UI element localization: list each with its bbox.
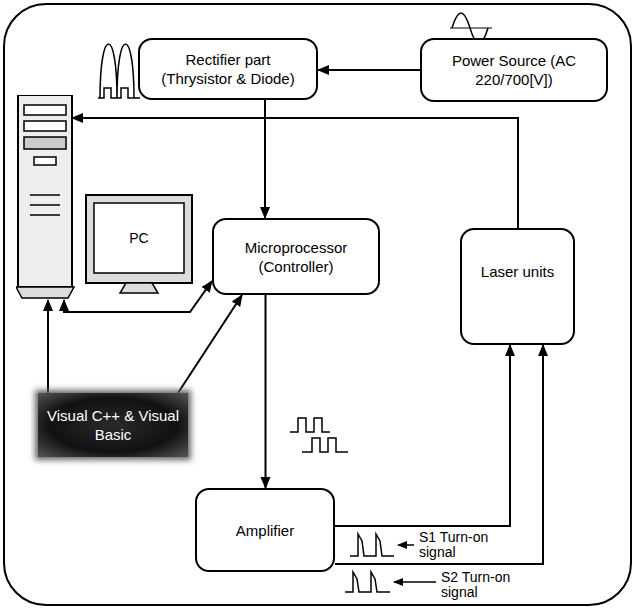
node-text: Power Source (AC 220/700[V]) [430,51,598,89]
pointer-arrow [398,544,414,546]
laser-box: Laser units [460,228,575,345]
node-text: PC [94,203,184,273]
drive-bay [24,121,66,131]
floppy-slot [34,157,56,165]
connector-arrow [64,281,212,312]
pc-illustration: PC [16,95,194,300]
monitor-frame [86,195,192,283]
computer-drawing [16,95,194,300]
rectifier-box: Rectifier part (Thrysistor & Diode) [138,38,318,100]
connector-arrow [178,295,242,393]
connector-arrow [47,300,49,393]
vent-line [30,194,60,196]
node-text: Visual C++ & Visual Basic [46,406,180,444]
signal-label: S1 Turn-on signal [418,530,500,560]
axis-line [450,28,492,29]
pulse-train [302,438,348,452]
pointer-arrow [394,581,436,583]
vent-line [30,204,60,206]
drive-bay [24,137,66,149]
node-text: Microprocessor (Controller) [222,238,370,276]
signal-label: S2 Turn-on signal [440,570,522,600]
connector-arrow [265,295,267,488]
outer-frame [4,4,631,605]
monitor-screen [94,203,184,273]
connector-arrow [335,345,543,564]
node-text: Rectifier part (Thrysistor & Diode) [148,50,308,88]
pulse-train [290,418,330,432]
gate-pulses [98,88,140,98]
connector-arrow [318,69,420,71]
amplifier-box: Amplifier [195,488,335,572]
controller-box: Microprocessor (Controller) [212,218,380,295]
vent-line [30,214,60,216]
power-source-box: Power Source (AC 220/700[V]) [420,38,608,102]
node-text: Laser units [481,262,554,281]
drive-bay [24,105,66,115]
connector-arrow [335,345,510,526]
tower-base [16,287,74,298]
monitor-stand [120,283,158,293]
s2-waveform [345,572,390,592]
software-box: Visual C++ & Visual Basic [38,393,188,457]
tower-case [18,95,72,287]
node-text: Amplifier [236,521,294,540]
s1-waveform [350,534,394,556]
rectified-wave [100,44,134,98]
